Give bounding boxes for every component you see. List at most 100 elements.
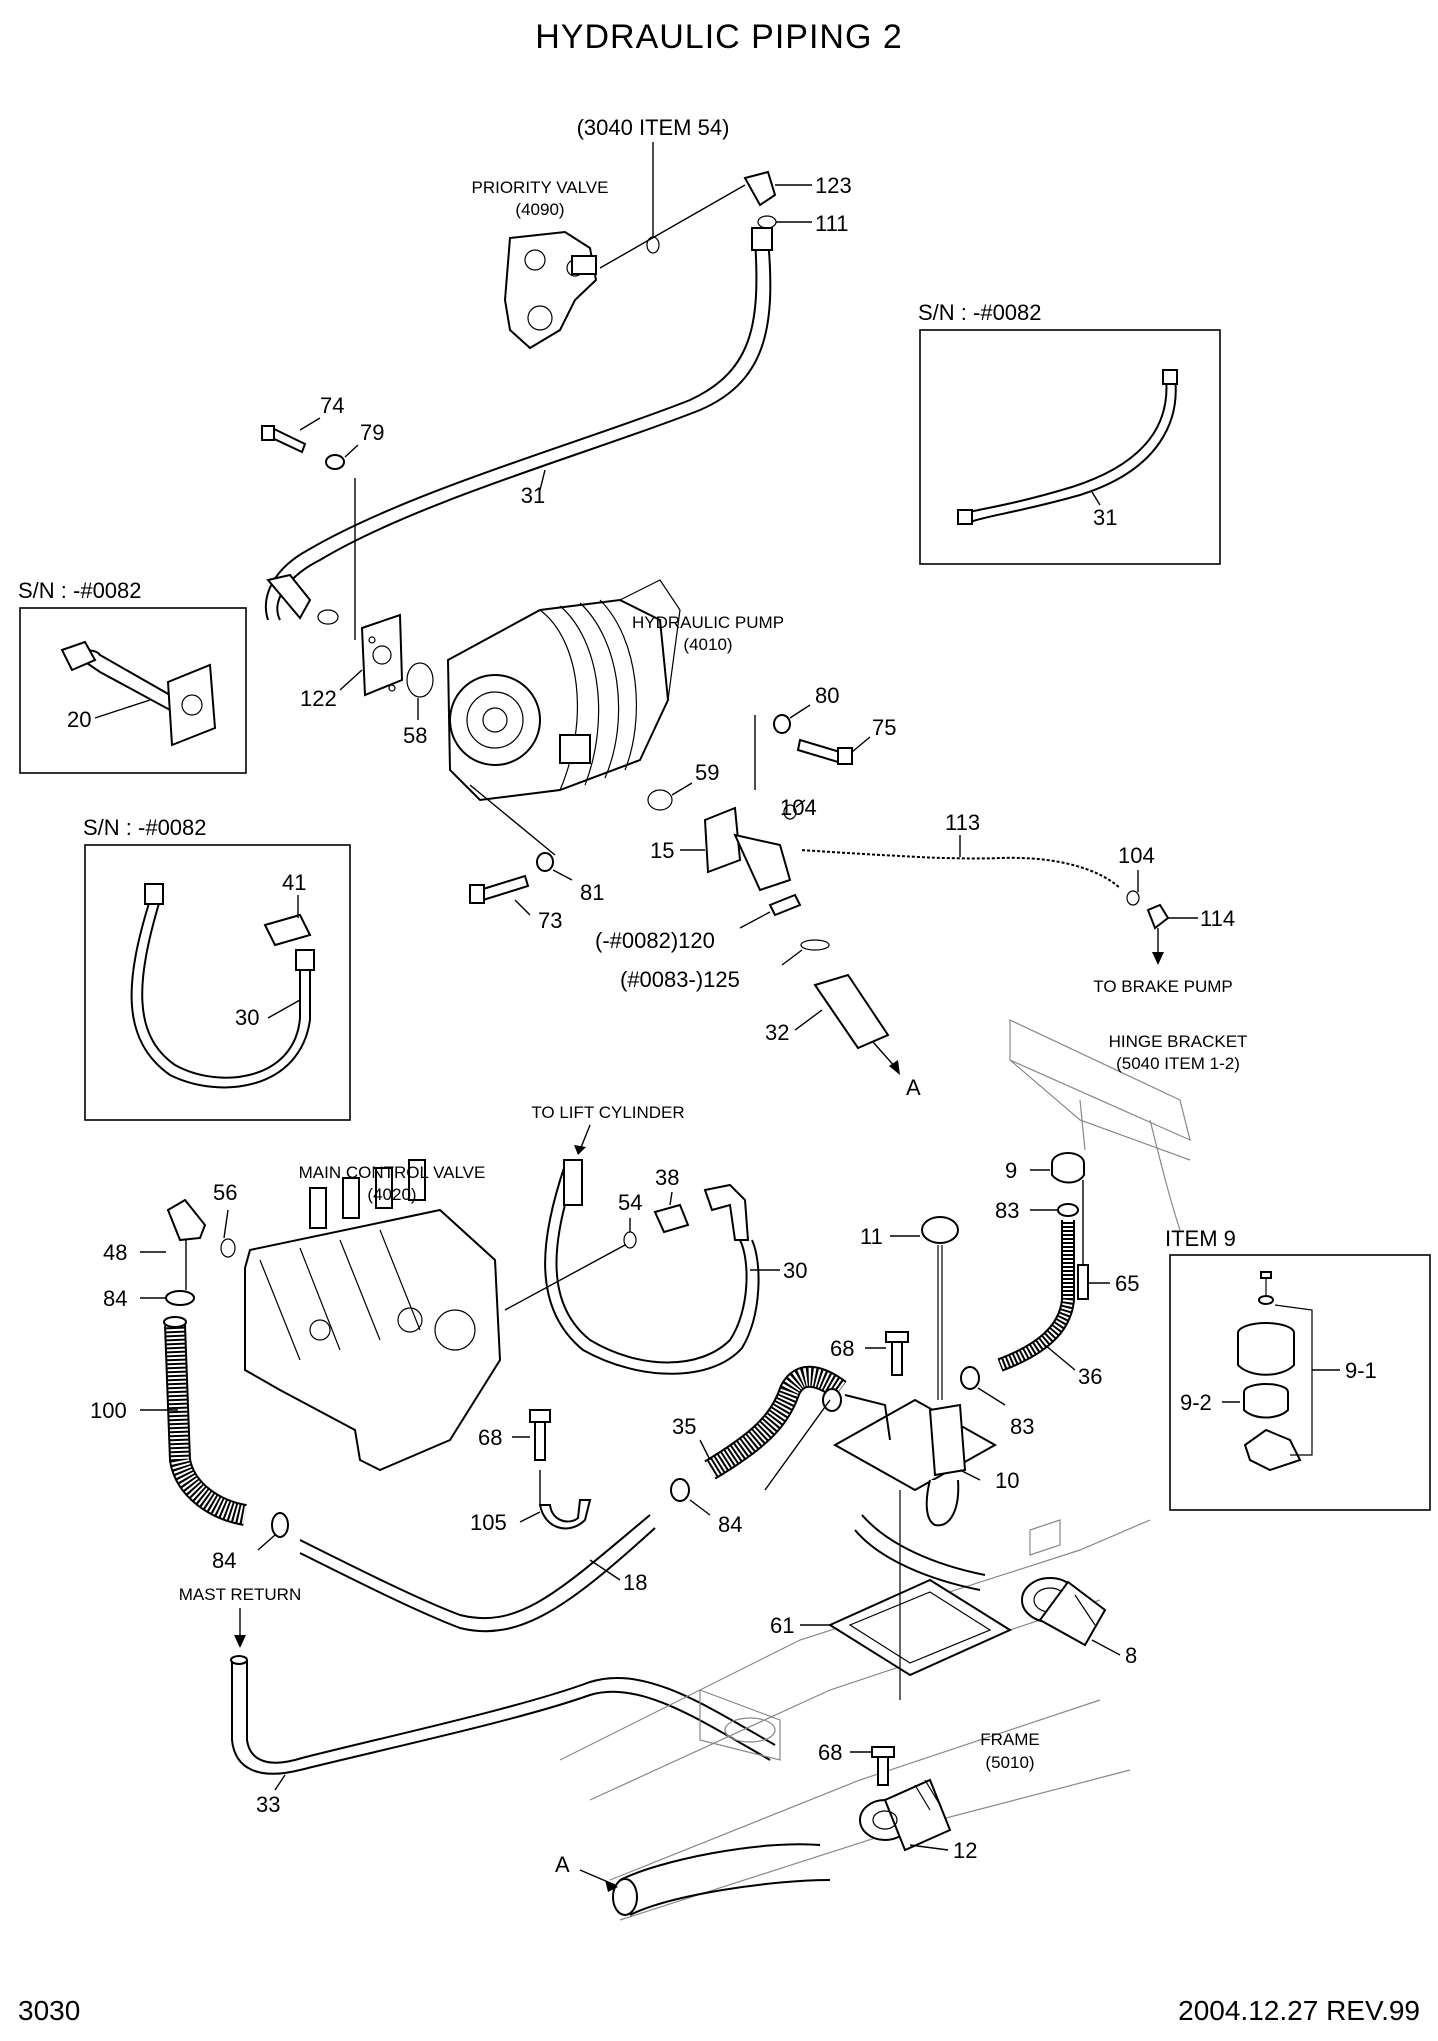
part-84c-label: 84 bbox=[212, 1548, 236, 1573]
o-ring-54 bbox=[623, 1231, 637, 1249]
part-68a-label: 68 bbox=[830, 1336, 854, 1361]
suction-filter-8 bbox=[1021, 1577, 1107, 1647]
part-79-label: 79 bbox=[360, 420, 384, 445]
sn-120-label: (-#0082)120 bbox=[595, 928, 715, 953]
o-ring-111 bbox=[757, 215, 777, 229]
clamp-84-c bbox=[271, 1512, 289, 1538]
gasket-61 bbox=[827, 1578, 1013, 1677]
part-104b-label: 104 bbox=[1118, 843, 1155, 868]
main-control-valve-ref: (4020) bbox=[367, 1185, 416, 1204]
bolt-65 bbox=[1077, 1264, 1089, 1300]
part-105-label: 105 bbox=[470, 1510, 507, 1535]
part-59-label: 59 bbox=[695, 760, 719, 785]
o-ring-58 bbox=[406, 662, 434, 698]
revision-stamp: 2004.12.27 REV.99 bbox=[1178, 1995, 1420, 2026]
inset-left-upper bbox=[19, 607, 247, 774]
bolt-68-c bbox=[877, 1754, 889, 1786]
elbow-48 bbox=[166, 1198, 207, 1242]
flange-122 bbox=[360, 613, 404, 697]
inset-top-right bbox=[919, 329, 1221, 565]
frame-ref: (5010) bbox=[985, 1753, 1034, 1772]
part-111-label: 111 bbox=[815, 211, 848, 236]
page-number: 3030 bbox=[18, 1995, 80, 2026]
part-100-label: 100 bbox=[90, 1398, 127, 1423]
frame-label: FRAME bbox=[980, 1730, 1040, 1749]
flange-15 bbox=[703, 806, 742, 874]
part-114-label: 114 bbox=[1200, 906, 1235, 931]
inset-item9-header: ITEM 9 bbox=[1165, 1226, 1236, 1251]
hydraulic-pump-ref: (4010) bbox=[683, 635, 732, 654]
strainer-32 bbox=[813, 973, 890, 1050]
part-18-label: 18 bbox=[623, 1570, 647, 1595]
bolt-68-a bbox=[891, 1339, 903, 1376]
inset-item9-part-9-1: 9-1 bbox=[1345, 1358, 1377, 1383]
o-ring-59 bbox=[647, 789, 673, 811]
fitting-114 bbox=[1146, 903, 1170, 930]
item54-ref-label: (3040 ITEM 54) bbox=[577, 115, 730, 140]
page-title: HYDRAULIC PIPING 2 bbox=[535, 18, 903, 56]
clamp-84-b bbox=[670, 1478, 690, 1502]
part-33-label: 33 bbox=[256, 1792, 280, 1817]
washer-79 bbox=[325, 454, 345, 470]
return-filter-12 bbox=[859, 1778, 952, 1852]
bolt-68-b bbox=[534, 1419, 546, 1461]
part-73-label: 73 bbox=[538, 908, 562, 933]
part-81-label: 81 bbox=[580, 880, 604, 905]
main-control-valve bbox=[244, 1159, 502, 1472]
arrow-a-top-label: A bbox=[906, 1075, 921, 1100]
part-113-label: 113 bbox=[945, 810, 980, 835]
inset-item9-part-9-2: 9-2 bbox=[1180, 1390, 1212, 1415]
part-32-label: 32 bbox=[765, 1020, 789, 1045]
hydraulic-pump-label: HYDRAULIC PUMP bbox=[632, 613, 784, 632]
to-brake-pump-label: TO BRAKE PUMP bbox=[1093, 977, 1233, 996]
priority-valve bbox=[503, 230, 598, 350]
part-122-label: 122 bbox=[300, 686, 337, 711]
part-61-label: 61 bbox=[770, 1613, 794, 1638]
part-8-label: 8 bbox=[1125, 1643, 1137, 1668]
part-83b-label: 83 bbox=[1010, 1414, 1034, 1439]
washer-81 bbox=[536, 852, 554, 872]
clamp-105 bbox=[538, 1499, 592, 1530]
priority-valve-ref: (4090) bbox=[515, 200, 564, 219]
part-80-label: 80 bbox=[815, 683, 839, 708]
part-83a-label: 83 bbox=[995, 1198, 1019, 1223]
part-30-label: 30 bbox=[783, 1258, 807, 1283]
part-12-label: 12 bbox=[953, 1838, 977, 1863]
main-control-valve-label: MAIN CONTROL VALVE bbox=[299, 1163, 486, 1182]
inset-left-upper-part: 20 bbox=[67, 707, 91, 732]
part-48-label: 48 bbox=[103, 1240, 127, 1265]
to-lift-cylinder-label: TO LIFT CYLINDER bbox=[531, 1103, 684, 1122]
inset-left-lower-part-41: 41 bbox=[282, 870, 306, 895]
part-74-label: 74 bbox=[320, 393, 344, 418]
bolt-75 bbox=[796, 738, 842, 764]
inset-left-lower bbox=[84, 844, 351, 1121]
part-9-label: 9 bbox=[1005, 1158, 1017, 1183]
inset-top-right-header: S/N : -#0082 bbox=[918, 300, 1042, 325]
part-75-label: 75 bbox=[872, 715, 896, 740]
part-15-label: 15 bbox=[650, 838, 674, 863]
adapter-38 bbox=[653, 1203, 690, 1234]
inset-item9 bbox=[1169, 1254, 1431, 1511]
hinge-bracket bbox=[1009, 1019, 1191, 1231]
part-123-label: 123 bbox=[815, 173, 852, 198]
arrow-a-bottom-label: A bbox=[555, 1852, 570, 1877]
part-54-label: 54 bbox=[618, 1190, 642, 1215]
part-68b-label: 68 bbox=[478, 1425, 502, 1450]
suction-cover-10 bbox=[832, 1398, 998, 1492]
part-10-label: 10 bbox=[995, 1468, 1019, 1493]
part-31-label: 31 bbox=[521, 483, 545, 508]
inset-left-upper-header: S/N : -#0082 bbox=[18, 578, 142, 603]
part-84b-label: 84 bbox=[718, 1512, 742, 1537]
part-68c-label: 68 bbox=[818, 1740, 842, 1765]
mast-return-label: MAST RETURN bbox=[179, 1585, 301, 1604]
clamp-84-a bbox=[165, 1290, 195, 1306]
bolt-73 bbox=[478, 874, 530, 902]
part-11-label: 11 bbox=[860, 1224, 883, 1249]
hinge-bracket-label: HINGE BRACKET bbox=[1109, 1032, 1248, 1051]
part-58-label: 58 bbox=[403, 723, 427, 748]
part-84a-label: 84 bbox=[103, 1286, 127, 1311]
part-36-label: 36 bbox=[1078, 1364, 1102, 1389]
o-ring-56 bbox=[220, 1238, 236, 1258]
sn-125-label: (#0083-)125 bbox=[620, 967, 740, 992]
